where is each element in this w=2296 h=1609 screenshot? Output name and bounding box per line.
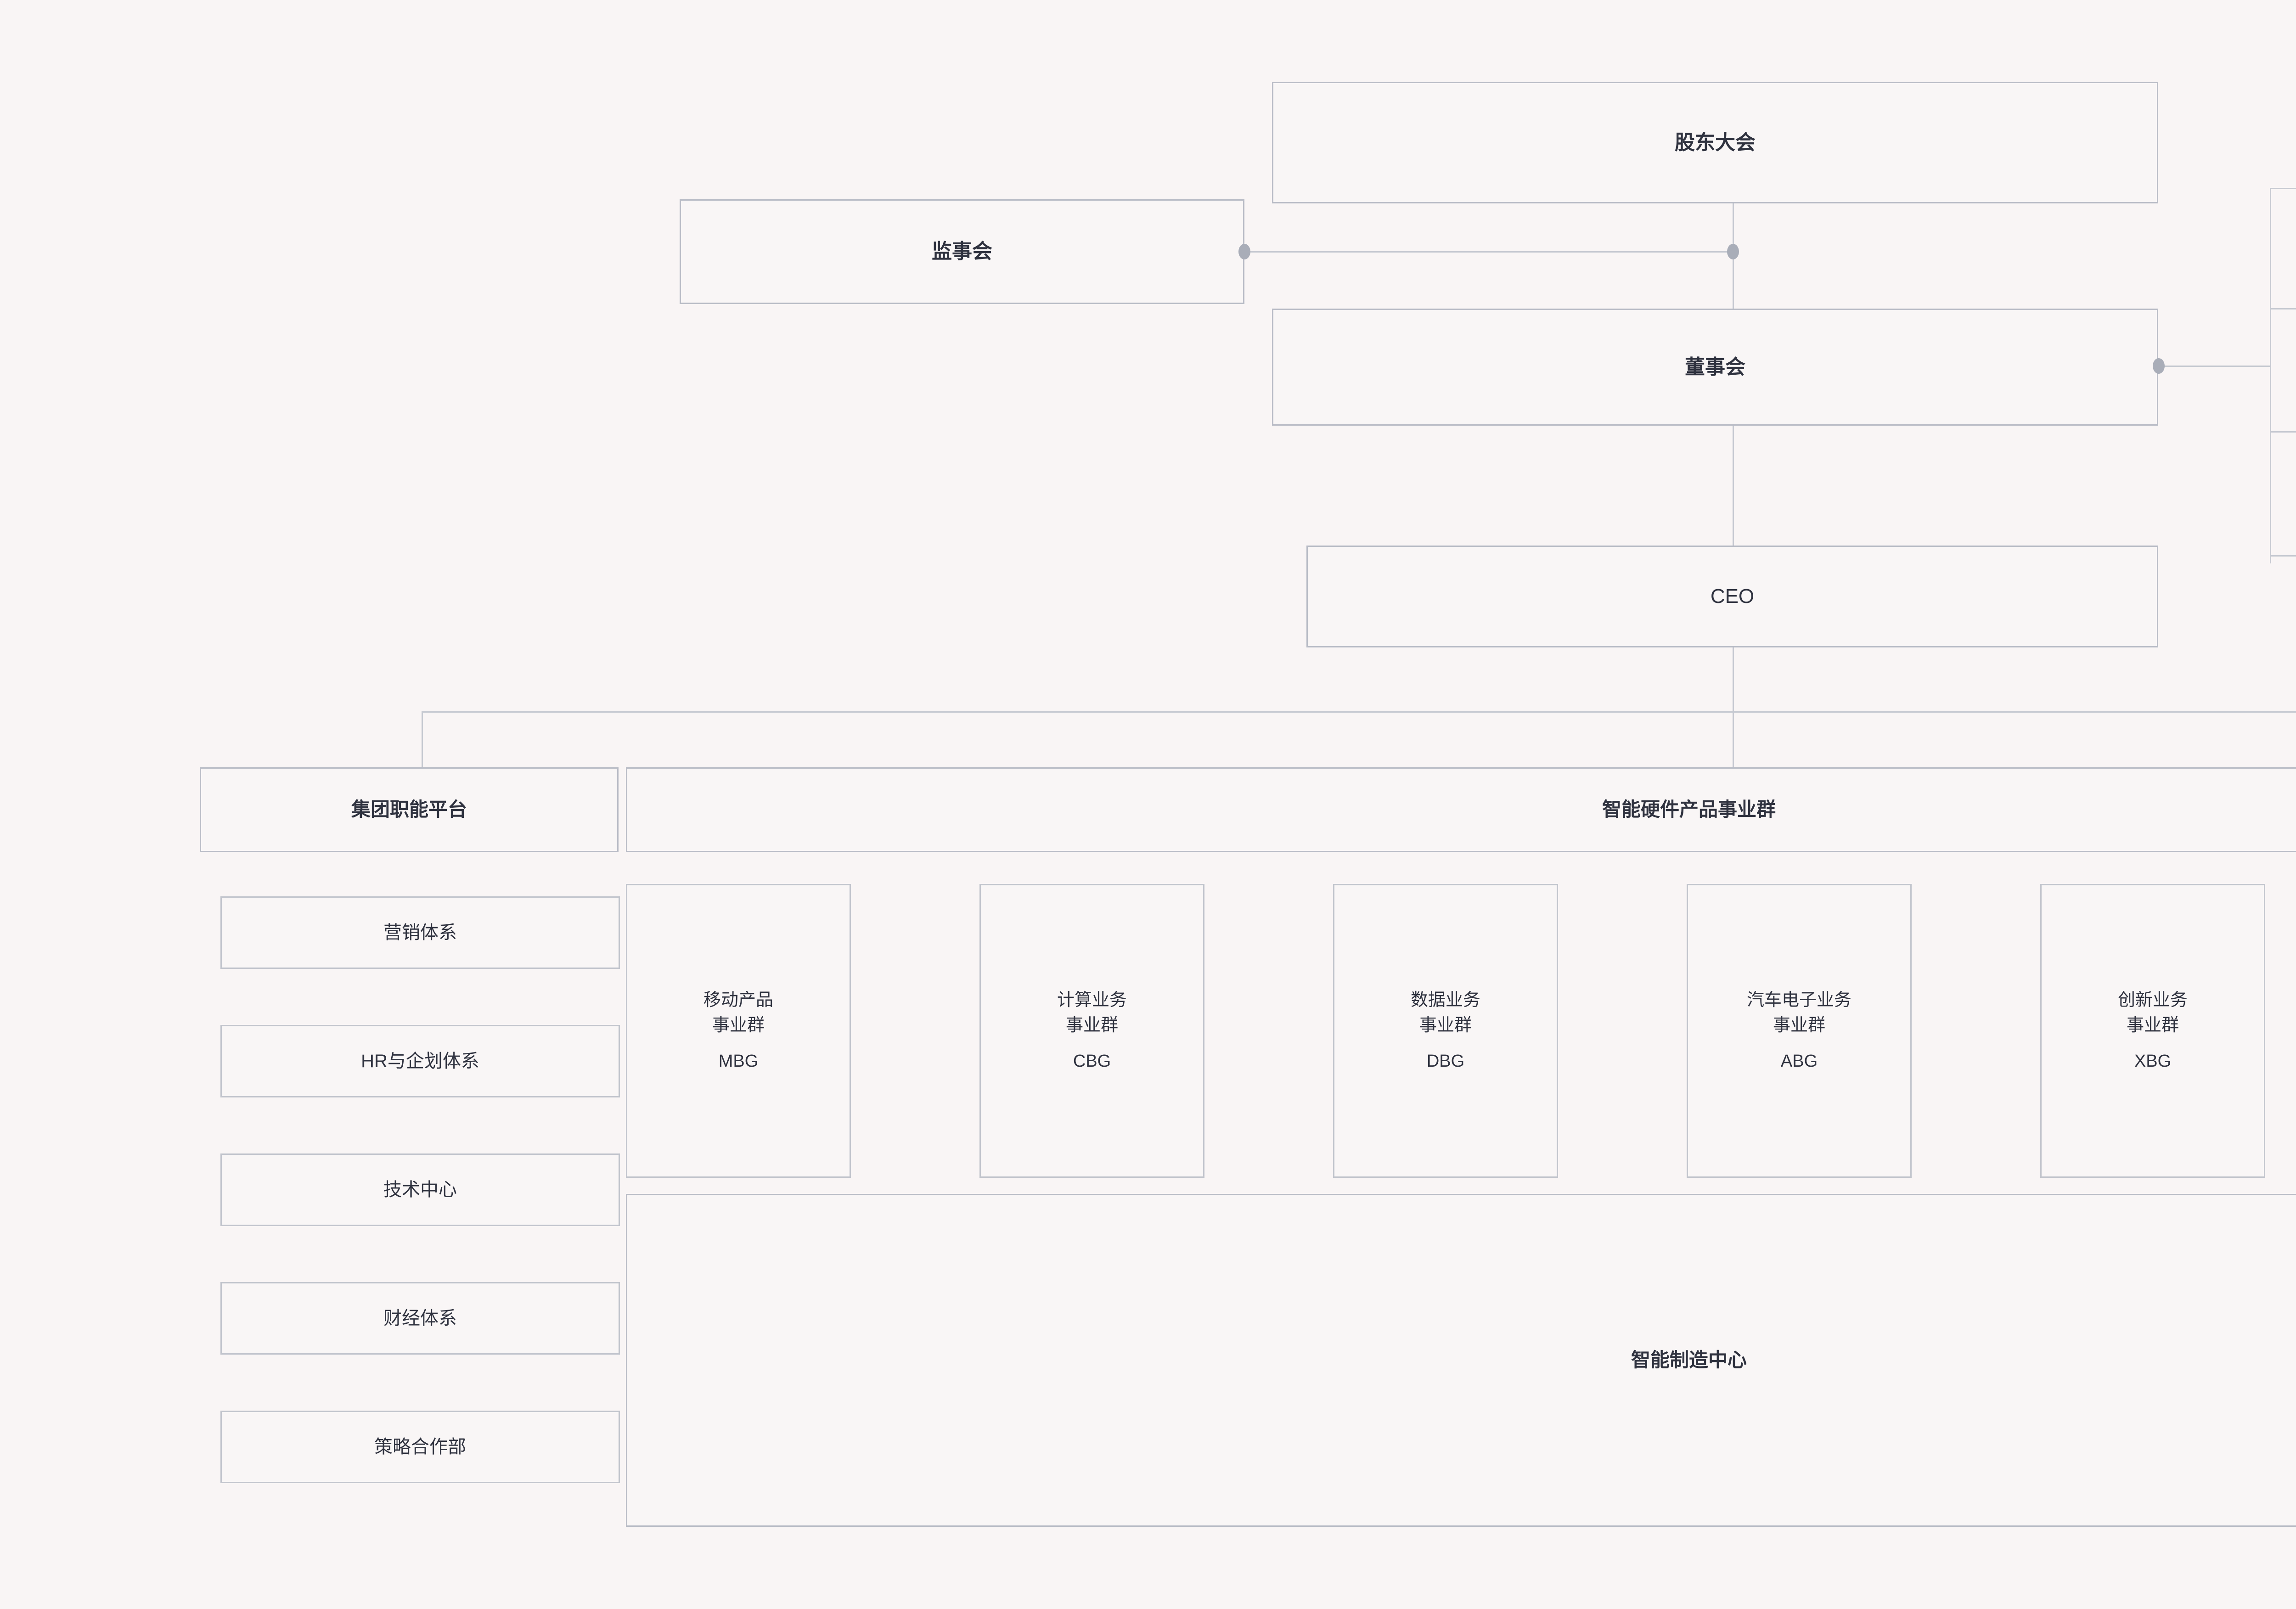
node-label-code: XBG: [2134, 1051, 2172, 1071]
node-label: 策略合作部: [374, 1437, 466, 1457]
node-label: 集团职能平台: [351, 799, 467, 821]
node-business-unit-dbg[interactable]: 数据业务 事业群 DBG: [1333, 884, 1558, 1178]
committee-stub-compensation: [2270, 308, 2296, 309]
connector-dot-spine: [1727, 244, 1739, 259]
ceo-bus-drop-left: [422, 711, 423, 768]
node-board-of-directors[interactable]: 董事会: [1272, 309, 2158, 426]
node-label-name: 计算业务: [1057, 990, 1127, 1010]
node-label-code: DBG: [1426, 1051, 1465, 1071]
node-label-name: 创新业务: [2117, 990, 2188, 1010]
node-label: 技术中心: [383, 1180, 457, 1200]
node-label: 董事会: [1685, 355, 1745, 378]
connector-dot-board-right: [2153, 358, 2165, 374]
node-group-functions-header[interactable]: 集团职能平台: [200, 767, 619, 852]
node-label-code: MBG: [718, 1051, 759, 1071]
sidebar-item-marketing[interactable]: 营销体系: [220, 896, 620, 969]
node-label-suffix: 事业群: [2126, 1016, 2179, 1035]
node-label: 营销体系: [383, 923, 457, 943]
sidebar-item-strategic-cooperation[interactable]: 策略合作部: [220, 1411, 620, 1483]
node-label-name: 移动产品: [703, 990, 773, 1010]
node-ceo[interactable]: CEO: [1306, 546, 2158, 647]
connector-dot-supervisory: [1238, 244, 1250, 259]
ceo-bus-drop-center: [1733, 711, 1734, 768]
node-label: 监事会: [932, 240, 992, 263]
node-label-suffix: 事业群: [1065, 1016, 1118, 1035]
node-shareholders-meeting[interactable]: 股东大会: [1272, 82, 2158, 203]
ceo-drop: [1733, 647, 1734, 713]
ceo-distribution-bus: [422, 711, 2296, 713]
node-label-name: 汽车电子业务: [1746, 990, 1851, 1010]
node-label-suffix: 事业群: [712, 1016, 765, 1035]
node-manufacturing-center[interactable]: 智能制造中心: [626, 1194, 2296, 1527]
sidebar-item-hr-planning[interactable]: HR与企划体系: [220, 1025, 620, 1097]
sidebar-item-finance[interactable]: 财经体系: [220, 1282, 620, 1355]
node-label: HR与企划体系: [361, 1051, 479, 1071]
node-business-unit-mbg[interactable]: 移动产品 事业群 MBG: [626, 884, 851, 1178]
connector-supervisory-to-spine: [1244, 251, 1733, 253]
committee-bus-vertical: [2270, 188, 2271, 563]
node-hardware-group-header[interactable]: 智能硬件产品事业群: [626, 767, 2296, 852]
node-label: 智能硬件产品事业群: [1602, 799, 1776, 821]
node-supervisory-board[interactable]: 监事会: [680, 199, 1244, 304]
node-label-suffix: 事业群: [1419, 1016, 1472, 1035]
node-business-unit-cbg[interactable]: 计算业务 事业群 CBG: [979, 884, 1204, 1178]
sidebar-item-tech-center[interactable]: 技术中心: [220, 1153, 620, 1226]
node-label: 智能制造中心: [1631, 1349, 1747, 1371]
node-label: 财经体系: [383, 1308, 457, 1328]
node-label: CEO: [1710, 585, 1755, 608]
node-label-code: CBG: [1073, 1051, 1111, 1071]
node-business-unit-abg[interactable]: 汽车电子业务 事业群 ABG: [1687, 884, 1912, 1178]
node-label: 股东大会: [1675, 131, 1756, 154]
node-label-suffix: 事业群: [1773, 1016, 1825, 1035]
committee-stub-audit-risk: [2270, 555, 2296, 557]
committee-stub-strategy: [2270, 188, 2296, 189]
node-business-unit-xbg[interactable]: 创新业务 事业群 XBG: [2040, 884, 2265, 1178]
node-label-name: 数据业务: [1410, 990, 1480, 1010]
node-label-code: ABG: [1780, 1051, 1818, 1071]
connector-board-to-committee-bus: [2158, 366, 2271, 367]
committee-stub-nomination: [2270, 431, 2296, 433]
connector-board-to-ceo: [1733, 426, 1734, 546]
